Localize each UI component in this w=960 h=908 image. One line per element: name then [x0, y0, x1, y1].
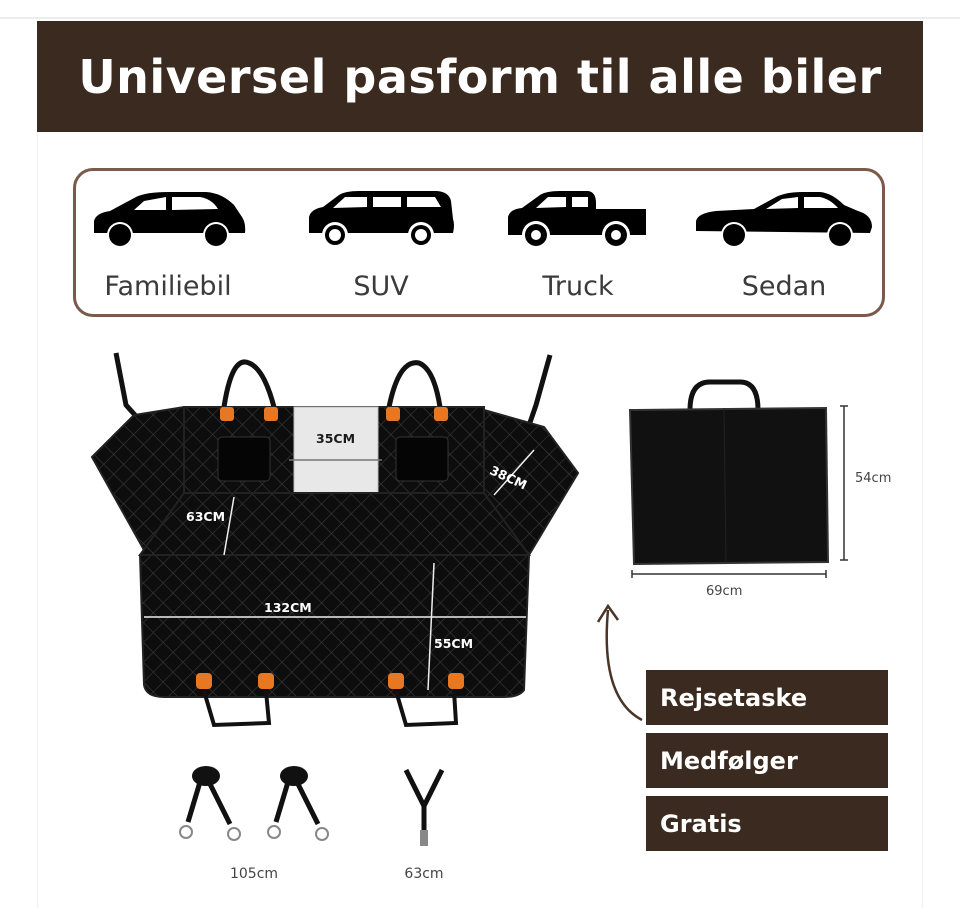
promo-text: Medfølger [660, 746, 798, 775]
dimension-seat-depth: 63CM [186, 509, 226, 524]
seatbelt-connector-illustration [403, 768, 445, 846]
bag-height-label: 54cm [855, 471, 892, 486]
right-page-edge [922, 132, 923, 908]
suv-car-icon [309, 191, 454, 248]
pickup-truck-icon [508, 191, 646, 249]
vehicle-compatibility-box: Familiebil SUV Truck [73, 168, 885, 317]
seat-cover-illustration [90, 352, 580, 728]
travel-bag-illustration [628, 379, 848, 578]
bag-width-label: 69cm [706, 584, 743, 599]
vehicle-familiebil: Familiebil [73, 189, 263, 309]
vehicle-label: SUV [353, 271, 409, 302]
promo-text: Gratis [660, 809, 742, 838]
vehicle-sedan: Sedan [689, 189, 879, 309]
title-banner: Universel pasform til alle biler [37, 21, 923, 132]
hatchback-car-icon [94, 192, 246, 248]
dimension-window-width: 35CM [316, 431, 356, 446]
dimension-cover-width: 132CM [264, 600, 312, 615]
tether-straps-illustration [179, 766, 329, 841]
curved-arrow-icon [596, 603, 643, 722]
promo-line-medfolger: Medfølger [646, 733, 888, 788]
vehicle-truck: Truck [483, 189, 673, 309]
vehicle-suv: SUV [286, 189, 476, 309]
promo-text: Rejsetaske [660, 683, 808, 712]
vehicle-label: Truck [542, 271, 614, 302]
vehicle-label: Familiebil [104, 271, 232, 302]
promo-line-gratis: Gratis [646, 796, 888, 851]
sedan-car-icon [696, 192, 872, 248]
top-divider [0, 17, 960, 19]
promo-line-rejsetaske: Rejsetaske [646, 670, 888, 725]
seatbelt-length-label: 63cm [404, 866, 444, 882]
vehicle-label: Sedan [741, 271, 827, 302]
dimension-drop-height: 55CM [434, 636, 474, 651]
strap-length-label: 105cm [229, 866, 279, 882]
left-page-edge [37, 132, 38, 908]
page-title: Universel pasform til alle biler [78, 49, 882, 104]
